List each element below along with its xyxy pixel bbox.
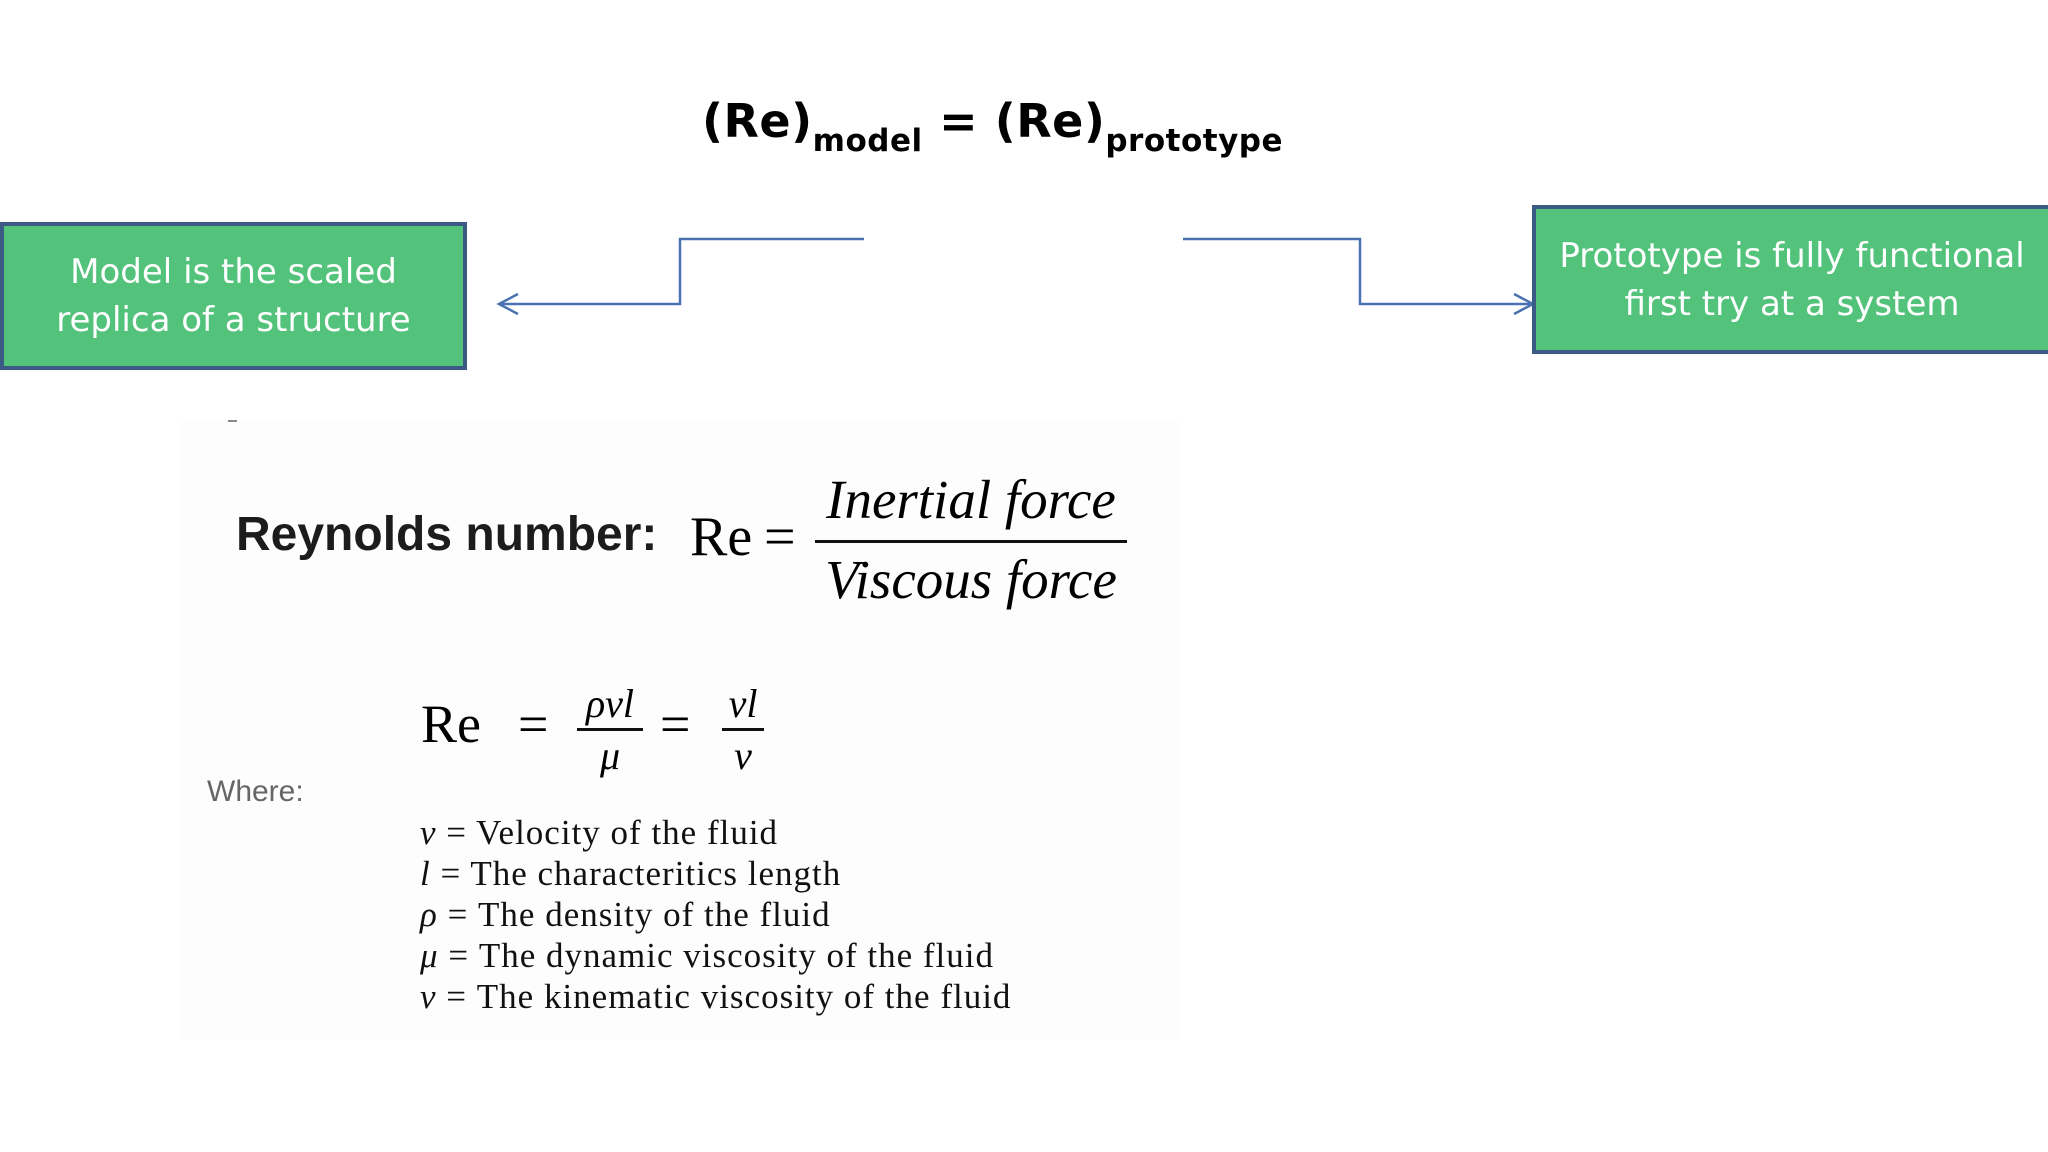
re-formula-bar-1 xyxy=(577,728,643,731)
formula-image xyxy=(180,420,1180,1040)
re-formula-denominator-1: μ xyxy=(599,733,621,778)
definition-item: v = Velocity of the fluid xyxy=(420,812,1011,853)
re-formula-numerator-2: vl xyxy=(728,681,758,726)
re-prototype: (Re) xyxy=(994,94,1106,148)
model-callout-line2: replica of a structure xyxy=(56,300,411,340)
fraction-numerator: Inertial force xyxy=(826,469,1116,530)
re-symbol: Re xyxy=(690,506,753,568)
definition-item: ν = The kinematic viscosity of the fluid xyxy=(420,976,1011,1017)
definition-symbol: ν xyxy=(420,977,437,1016)
re-model: (Re) xyxy=(701,94,813,148)
arrowhead-right xyxy=(1513,292,1536,316)
definition-item: ρ = The density of the fluid xyxy=(420,894,1011,935)
definition-item: l = The characteritics length xyxy=(420,853,1011,894)
re-formula-denominator-2: ν xyxy=(734,733,752,778)
re-formula-re: Re xyxy=(421,694,481,754)
subscript-prototype: prototype xyxy=(1105,123,1283,159)
where-label: Where: xyxy=(207,775,304,808)
definition-text: = The density of the fluid xyxy=(437,895,831,934)
re-formula-numerator-1: ρvl xyxy=(585,681,635,726)
reynolds-number-label: Reynolds number: xyxy=(236,508,658,561)
connector-left xyxy=(500,237,864,306)
fraction-bar xyxy=(815,540,1127,543)
definition-symbol: l xyxy=(420,854,431,893)
definition-text: = The kinematic viscosity of the fluid xyxy=(436,977,1012,1016)
definition-symbol: μ xyxy=(420,936,439,975)
model-callout: Model is the scaled replica of a structu… xyxy=(0,222,467,370)
prototype-callout: Prototype is fully functional first try … xyxy=(1532,205,2048,354)
arrowhead-left xyxy=(496,292,519,316)
model-callout-line1: Model is the scaled xyxy=(70,252,397,292)
definition-symbol: v xyxy=(420,813,437,852)
definition-item: μ = The dynamic viscosity of the fluid xyxy=(420,935,1011,976)
fraction-denominator: Viscous force xyxy=(825,549,1117,610)
headline-equals: = xyxy=(922,94,995,148)
prototype-callout-line2: first try at a system xyxy=(1624,283,1960,324)
prototype-callout-line1: Prototype is fully functional xyxy=(1559,235,2025,276)
definition-text: = Velocity of the fluid xyxy=(436,813,779,852)
subscript-model: model xyxy=(812,123,923,159)
connector-right xyxy=(1183,237,1532,306)
re-formula-bar-2 xyxy=(722,728,764,731)
definition-text: = The dynamic viscosity of the fluid xyxy=(438,936,994,975)
reynolds-similarity-equation: (Re)model = (Re)prototype xyxy=(0,94,1985,157)
stray-mark xyxy=(228,420,237,422)
re-formula-equals-1: = xyxy=(518,694,549,754)
variable-definitions: v = Velocity of the fluid l = The charac… xyxy=(420,812,1011,1017)
definition-text: = The characteritics length xyxy=(430,854,842,893)
definition-symbol: ρ xyxy=(420,895,438,934)
re-formula-equals-2: = xyxy=(660,694,691,754)
re-equals: = xyxy=(764,506,796,568)
